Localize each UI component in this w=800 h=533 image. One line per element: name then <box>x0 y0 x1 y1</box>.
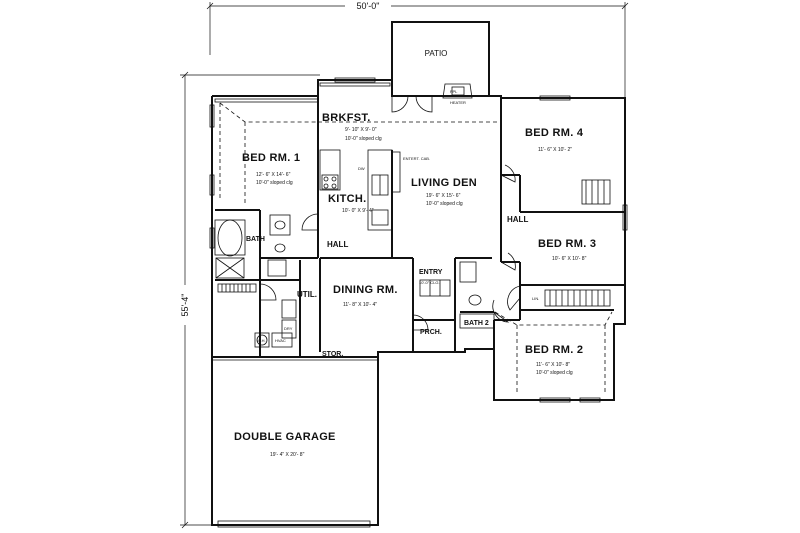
linen-label: LIN. <box>532 296 539 301</box>
living-size: 19'- 6" X 15'- 6" <box>426 193 461 199</box>
overall-width-label: 50'-0" <box>357 1 380 11</box>
bed1-label: BED RM. 1 <box>242 152 300 164</box>
util-label: UTIL. <box>297 290 317 299</box>
depth-dimension: 55'-4" <box>179 71 320 529</box>
bath2-label: BATH 2 <box>464 320 489 327</box>
entry-note: 10'-0" CLG. <box>419 280 440 285</box>
bed2-label: BED RM. 2 <box>525 344 583 356</box>
overall-depth-label: 55'-4" <box>180 294 190 317</box>
entry-label: ENTRY <box>419 269 443 276</box>
dw-label: DW <box>358 166 365 171</box>
porch-label: PRCH. <box>420 329 442 336</box>
bed4-label: BED RM. 4 <box>525 127 584 139</box>
hall-left-label: HALL <box>327 240 348 249</box>
bed3-label: BED RM. 3 <box>538 238 596 250</box>
wh-label: W.H. <box>257 338 266 343</box>
bed2-note: 10'-0" sloped clg <box>536 370 573 376</box>
garage-door <box>217 520 371 528</box>
patio-area: PATIO <box>391 21 490 96</box>
room-labels: BRKFST. 9'- 10" X 9'- 0" 10'-0" sloped c… <box>234 112 596 458</box>
hall-right-label: HALL <box>507 215 528 224</box>
patio-label: PATIO <box>425 49 448 58</box>
bed3-size: 10'- 6" X 10'- 8" <box>552 256 587 262</box>
width-dimension: 50'-0" <box>206 0 629 98</box>
breakfast-note: 10'-0" sloped clg <box>345 136 382 142</box>
bed2-size: 11'- 6" X 10'- 8" <box>536 362 570 368</box>
bed4-size: 11'- 6" X 10'- 2" <box>538 147 572 153</box>
closet-shelving <box>217 179 611 307</box>
kitchen-label: KITCH. <box>328 193 366 205</box>
fixture-labels: FPL HEATER ENTERT. CAB. DW HVAC W.H. DRY… <box>257 89 539 343</box>
kitchen-size: 10'- 0" X 9'- 4" <box>342 208 374 214</box>
bed1-size: 12'- 6" X 14'- 6" <box>256 172 291 178</box>
dining-label: DINING RM. <box>333 284 398 296</box>
fireplace-label: FPL <box>450 89 458 94</box>
fireplace <box>442 83 473 99</box>
doors <box>259 95 521 331</box>
heater-label: HEATER <box>450 100 466 105</box>
dining-size: 11'- 8" X 10'- 4" <box>343 302 377 308</box>
bath-label: BATH <box>246 236 265 243</box>
kitchen-counters <box>319 149 401 231</box>
breakfast-label: BRKFST. <box>322 112 371 124</box>
hvac-label: HVAC <box>275 338 286 343</box>
breakfast-size: 9'- 10" X 9'- 0" <box>345 127 377 133</box>
exterior-wall <box>211 79 626 526</box>
dryer-label: DRY <box>284 326 293 331</box>
bath2-fixtures <box>419 261 495 329</box>
entertainment-label: ENTERT. CAB. <box>403 156 430 161</box>
sloped-ceiling-lines <box>219 102 613 395</box>
utility-fixtures <box>254 299 297 348</box>
living-note: 10'-0" sloped clg <box>426 201 463 207</box>
garage-size: 19'- 4" X 20'- 8" <box>270 452 305 458</box>
storage-label: STOR. <box>322 351 343 358</box>
master-bath-fixtures <box>214 214 291 279</box>
bed1-note: 10'-0" sloped clg <box>256 180 293 186</box>
windows <box>209 77 628 403</box>
garage-label: DOUBLE GARAGE <box>234 431 336 443</box>
living-label: LIVING DEN <box>411 177 477 189</box>
